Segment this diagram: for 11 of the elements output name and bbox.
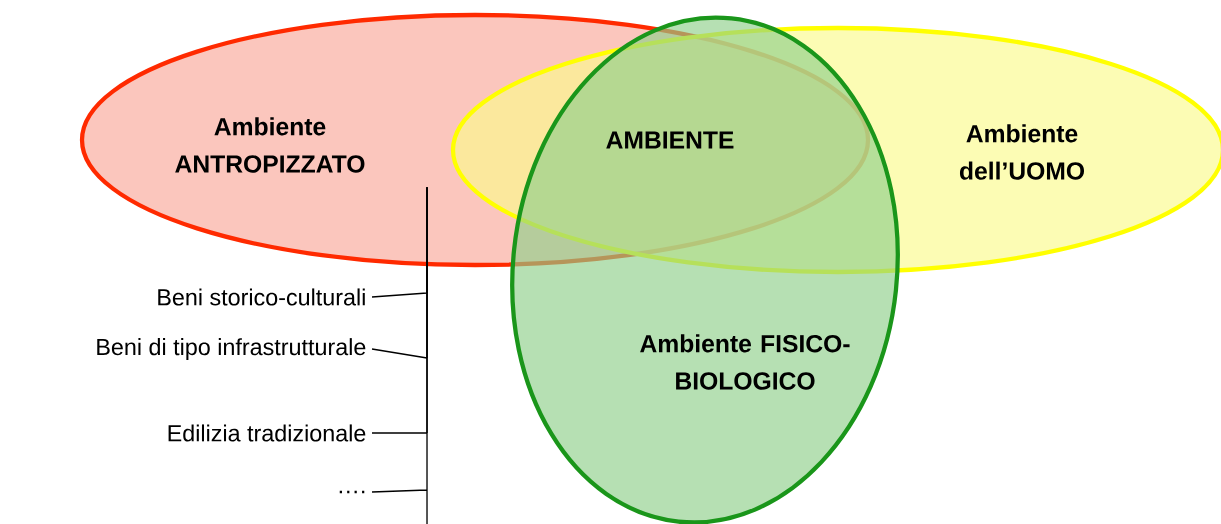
ellipse-label: Ambiente FISICO-BIOLOGICO <box>640 334 850 390</box>
venn-ellipse <box>510 15 900 524</box>
list-item: Edilizia tradizionale <box>168 424 366 442</box>
list-item: …. <box>339 490 365 494</box>
list-item: Beni storico-culturali <box>158 288 365 306</box>
center-label: AMBIENTE <box>606 131 734 149</box>
ellipse-label: Ambiente dell’UOMO <box>959 124 1084 180</box>
venn-ellipse <box>450 25 1221 275</box>
list-item: Beni di tipo infrastrutturale <box>97 338 366 360</box>
ellipse-label: Ambiente ANTROPIZZATO <box>175 117 365 173</box>
connector-line <box>371 186 428 524</box>
